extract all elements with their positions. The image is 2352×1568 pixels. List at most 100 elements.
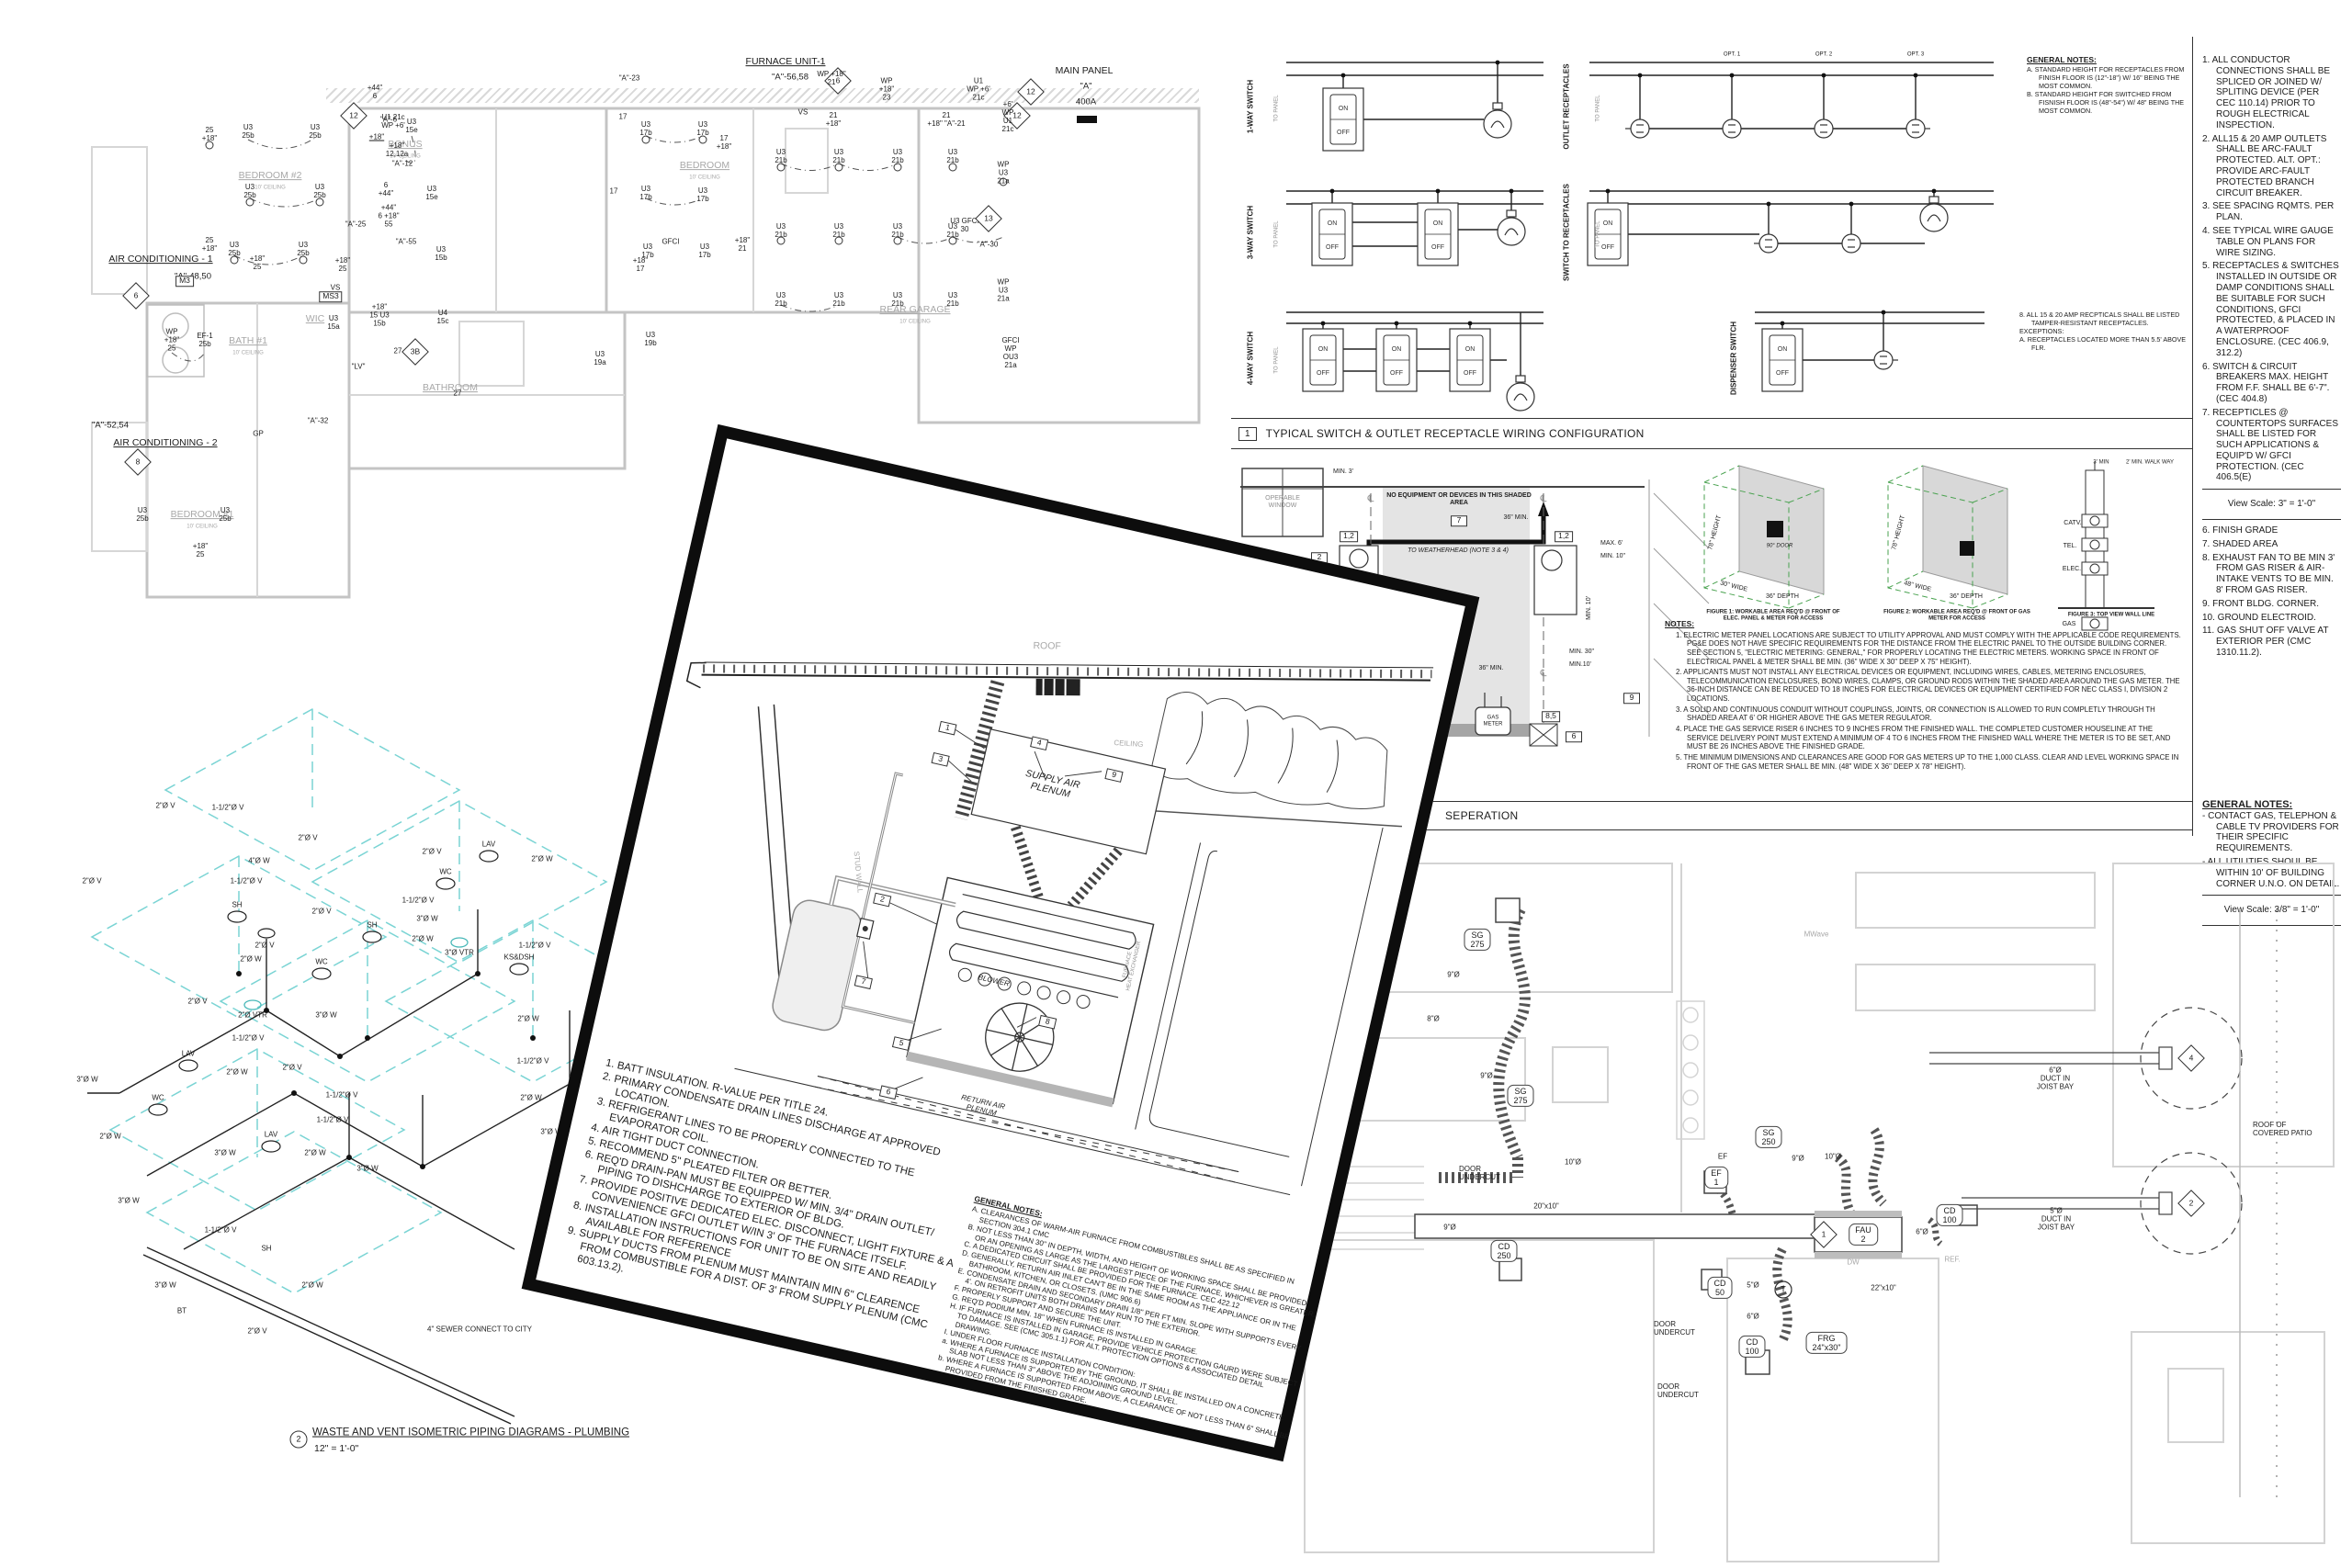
label: 10' CEILING: [254, 185, 286, 191]
to-panel-label: TO PANEL: [1273, 220, 1280, 248]
label: 3"Ø W: [416, 914, 438, 923]
label: 2"Ø V: [155, 801, 175, 810]
label: U3 17b: [639, 120, 652, 137]
label: U3 17b: [698, 243, 711, 259]
furnace-detail-content: 1. BATT INSULATION. R-VALUE PER TITLE 24…: [536, 438, 1465, 1447]
label: +18" 25: [192, 542, 209, 558]
label: 400A: [1075, 96, 1097, 107]
svg-text:OFF: OFF: [1390, 370, 1403, 377]
label: 10' CEILING: [187, 524, 218, 530]
svg-text:ON: ON: [1465, 346, 1476, 353]
label: SG 275: [1464, 928, 1491, 952]
note-item: 10. GROUND ELECTROID.: [2202, 612, 2316, 623]
general-notes-title: GENERAL NOTES:: [2202, 798, 2293, 810]
label: 3"Ø W: [118, 1196, 140, 1205]
label: 17: [618, 112, 628, 121]
label: "A"-55: [395, 237, 417, 246]
label: BT: [176, 1306, 187, 1315]
label: M3: [175, 276, 194, 287]
note-item: 6. SWITCH & CIRCUIT BREAKERS MAX. HEIGHT…: [2202, 361, 2330, 404]
furnace-detail-page: 1. BATT INSULATION. R-VALUE PER TITLE 24…: [521, 423, 1480, 1462]
room-label: BEDROOM #1: [170, 509, 234, 521]
label: 25 +18": [201, 126, 218, 142]
note-item: A. STANDARD HEIGHT FOR RECEPTACLES FROM …: [2027, 64, 2185, 90]
label: "A"-32: [307, 416, 329, 425]
label: T: [1774, 1280, 1792, 1299]
label: FAU 2: [1849, 1223, 1878, 1247]
label: CD 50: [1707, 1276, 1733, 1300]
label: 10"Ø: [1825, 1152, 1841, 1161]
room-label: REAR GARAGE: [879, 304, 951, 316]
label: 2"Ø V: [311, 907, 332, 916]
plumbing-title: WASTE AND VENT ISOMETRIC PIPING DIAGRAMS…: [312, 1427, 630, 1438]
label: U3 21b: [775, 222, 787, 239]
label: 2"Ø V: [422, 847, 442, 856]
label: U4 15c: [436, 309, 449, 325]
svg-text:ON: ON: [1603, 220, 1613, 227]
label: WP +18" 21: [817, 70, 846, 86]
label: 1-1/2"Ø V: [232, 1033, 265, 1043]
label: 17 +18": [716, 134, 732, 151]
general-notes-title: GENERAL NOTES:: [2027, 55, 2097, 64]
label: GAS: [2062, 621, 2076, 628]
label: CD 250: [1490, 1239, 1518, 1263]
floor-plan-linework: [91, 107, 1201, 599]
label: MIN. 10": [1600, 553, 1625, 560]
note-item: A. RECEPTACLES LOCATED MORE THAN 5.5' AB…: [2019, 335, 2187, 352]
label: CD 100: [1936, 1203, 1963, 1227]
label: 6: [1566, 731, 1582, 742]
label: U3 25b: [242, 123, 254, 140]
label: U3 25b: [313, 183, 326, 199]
label: WC: [152, 1093, 164, 1102]
label: U3 25b: [219, 506, 232, 523]
room-label: BATH #1: [229, 335, 267, 347]
label: VS: [330, 283, 341, 292]
label: 36" DEPTH: [1950, 593, 1983, 601]
label: LAV: [181, 1049, 196, 1058]
note-item: 6. FINISH GRADE: [2202, 525, 2278, 536]
label: 6"Ø: [1916, 1227, 1928, 1236]
label: "A": [1080, 81, 1092, 92]
label: DISPENSER SWITCH: [1729, 321, 1738, 396]
label: LAV: [264, 1130, 278, 1139]
label: U3 21b: [775, 148, 787, 164]
note-item: 7. RECEPTICLES @ COUNTERTOPS SURFACES SH…: [2202, 407, 2338, 483]
label: 22"x10": [1871, 1283, 1896, 1292]
label: DW: [1847, 1258, 1860, 1267]
label: 3"Ø W: [76, 1075, 98, 1084]
label: 1,2: [1555, 531, 1573, 542]
label: "A"-52,54: [91, 420, 130, 431]
label: SG 250: [1755, 1125, 1782, 1149]
label: 10' CEILING: [390, 153, 421, 160]
note-item: 11. GAS SHUT OFF VALVE AT EXTERIOR PER (…: [2202, 626, 2329, 659]
label: SH: [232, 900, 243, 909]
note-item: B. STANDARD HEIGHT FOR SWITCHED FROM FIS…: [2027, 89, 2185, 115]
label: U1 21c WP +6': [381, 113, 405, 130]
label: +18" 21: [734, 236, 751, 253]
label: VS: [797, 107, 808, 117]
label: OUTLET RECEPTACLES: [1562, 63, 1571, 150]
svg-text:ON: ON: [1433, 220, 1443, 227]
label: 10' CEILING: [689, 175, 720, 181]
label: 17: [609, 186, 618, 196]
note-item: 2. APPLICANTS MUST NOT INSTALL ANY ELECT…: [1676, 668, 2180, 704]
label: WP +18" 25: [164, 327, 180, 353]
svg-text:ON: ON: [1778, 346, 1788, 353]
label: SH: [261, 1244, 272, 1253]
lamp-symbol: [1483, 102, 1949, 412]
label: U3 17b: [641, 243, 654, 259]
separation-notes: NOTES: 1. ELECTRIC METER PANEL LOCATIONS…: [1665, 619, 2181, 773]
label: KS&DSH: [503, 953, 535, 962]
label: +6' WP U1 21c: [1001, 100, 1014, 133]
label: CATV.: [2064, 520, 2082, 527]
label: U3 GFCI 30: [950, 217, 979, 233]
label: DOOR UNDERCUT: [1654, 1320, 1695, 1337]
svg-text:ON: ON: [1392, 346, 1402, 353]
note-item: 4. PLACE THE GAS SERVICE RISER 6 INCHES …: [1676, 725, 2171, 751]
furnace-unit-label: FURNACE UNIT-1: [745, 56, 826, 68]
label: 9"Ø: [1792, 1154, 1804, 1163]
label: 1-1/2"Ø V: [204, 1225, 237, 1235]
label: ROOF OF COVERED PATIO: [2253, 1121, 2312, 1137]
label: "A"-23: [618, 73, 640, 83]
